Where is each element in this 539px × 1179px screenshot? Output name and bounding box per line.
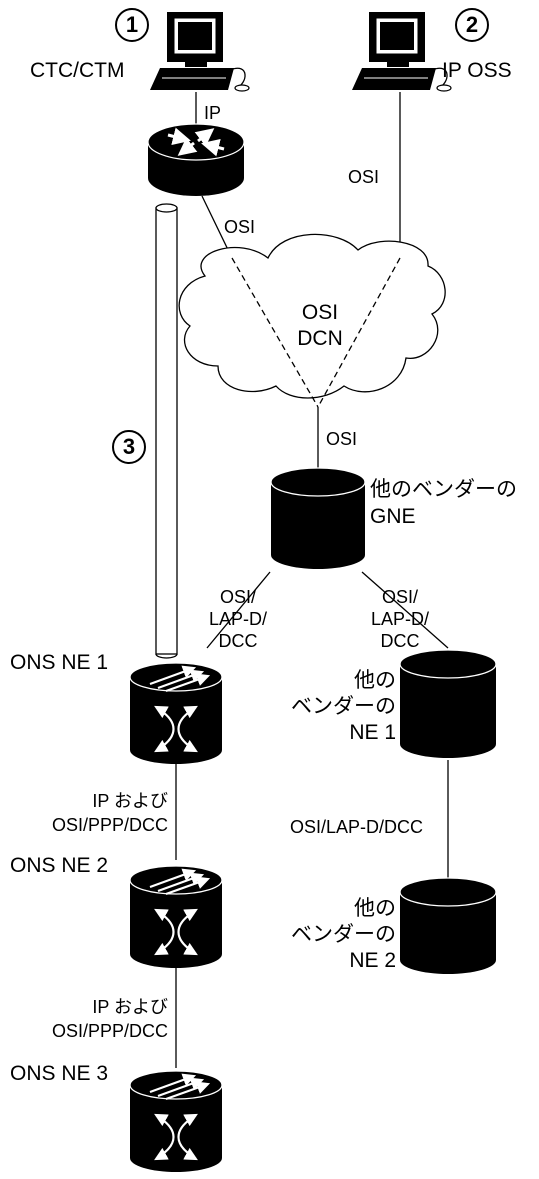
link-label-ne2-ne3-2: OSI/PPP/DCC bbox=[51, 1021, 168, 1041]
callout-3: 3 bbox=[112, 430, 146, 464]
ip-oss-label: IP OSS bbox=[442, 59, 512, 82]
link-label-gne-left-3: DCC bbox=[218, 631, 258, 651]
ons-ne1-label: ONS NE 1 bbox=[10, 651, 109, 674]
gne-label-line1: 他のベンダーの bbox=[370, 478, 517, 501]
gne-label-line2: GNE bbox=[370, 505, 416, 528]
link-gne-vendor1 bbox=[361, 571, 449, 649]
database-icon bbox=[270, 467, 366, 569]
ons-ne2-label: ONS NE 2 bbox=[10, 854, 109, 877]
dcn-label-line1: OSI bbox=[301, 301, 339, 324]
ons-ne3-label: ONS NE 3 bbox=[10, 1062, 109, 1085]
connection-lines bbox=[175, 92, 449, 1068]
ons-node-icon bbox=[129, 865, 223, 968]
link-gne-ne1 bbox=[206, 571, 271, 649]
vendor-ne2-label-line2: ベンダーの bbox=[291, 923, 396, 946]
vendor-ne2-label-line3: NE 2 bbox=[349, 949, 396, 972]
vendor-ne1-label-line3: NE 1 bbox=[349, 721, 396, 744]
computer-icon bbox=[150, 12, 250, 92]
database-icon bbox=[399, 649, 497, 758]
vendor-ne2-label-line1: 他の bbox=[354, 897, 396, 920]
callout-2: 2 bbox=[455, 8, 489, 42]
ons-node-icon bbox=[129, 1070, 223, 1172]
vendor-ne1-label-line1: 他の bbox=[354, 669, 396, 692]
database-icon bbox=[399, 877, 497, 974]
link-label-ne2-ne3-1: IP および bbox=[92, 997, 168, 1017]
cloud-icon bbox=[178, 233, 446, 399]
link-label-gne-right-3: DCC bbox=[380, 631, 420, 651]
link-label-ne1-ne2-1: IP および bbox=[92, 791, 168, 811]
link-label-ip: IP bbox=[204, 103, 222, 123]
link-label-gne-right-1: OSI/ bbox=[381, 587, 418, 607]
ctc-label: CTC/CTM bbox=[30, 59, 125, 82]
link-label-cloud-gne: OSI bbox=[326, 429, 358, 449]
link-label-gne-left-1: OSI/ bbox=[219, 587, 256, 607]
computer-icon bbox=[352, 12, 452, 92]
link-label-ne1-ne2-2: OSI/PPP/DCC bbox=[51, 815, 168, 835]
tunnel-pipe-icon bbox=[155, 203, 178, 659]
dcn-label-line2: DCN bbox=[297, 327, 343, 350]
cloud-paths bbox=[231, 257, 401, 408]
vendor-ne1-label-line2: ベンダーの bbox=[291, 695, 396, 718]
link-label-oss-cloud: OSI bbox=[348, 167, 380, 187]
router-icon bbox=[147, 123, 245, 196]
link-label-router-cloud: OSI bbox=[224, 217, 256, 237]
ons-node-icon bbox=[129, 662, 223, 764]
link-label-vendor: OSI/LAP-D/DCC bbox=[290, 817, 424, 837]
link-label-gne-left-2: LAP-D/ bbox=[208, 609, 268, 629]
link-label-gne-right-2: LAP-D/ bbox=[370, 609, 430, 629]
callout-1: 1 bbox=[115, 8, 149, 42]
